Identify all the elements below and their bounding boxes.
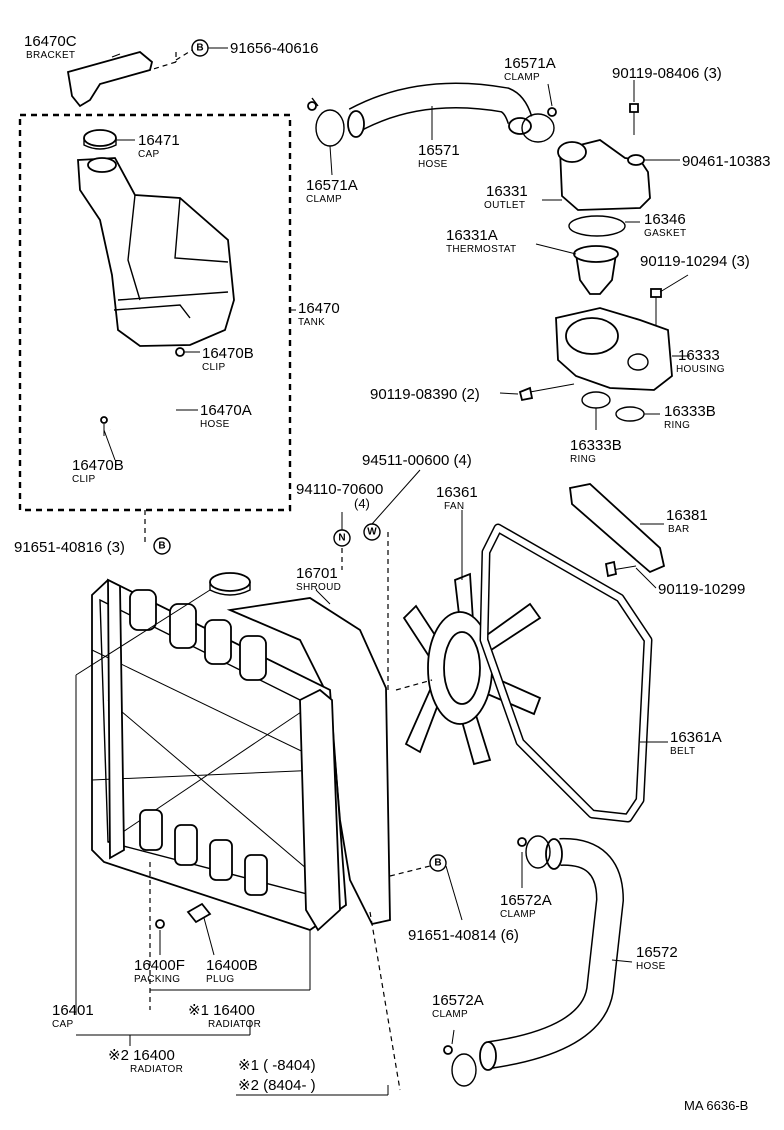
label-16470-name: TANK — [298, 317, 325, 328]
label-16572A-1-name: CLAMP — [500, 909, 536, 920]
label-90119-08406-num: 90119-08406 (3) — [612, 65, 722, 82]
label-16470B-1-name: CLIP — [202, 362, 225, 373]
marker-n: N — [338, 533, 345, 544]
tank-shape — [77, 157, 235, 347]
label-16400-1-num: ※1 16400 — [188, 1002, 255, 1019]
label-94511-num: 94511-00600 (4) — [362, 452, 472, 469]
label-16571-num: 16571 — [418, 142, 460, 159]
label-16471-name: CAP — [138, 149, 159, 160]
label-16346-name: GASKET — [644, 228, 686, 239]
label-16361A-name: BELT — [670, 746, 695, 757]
label-16572-name: HOSE — [636, 961, 666, 972]
label-16571A-2-name: CLAMP — [504, 72, 540, 83]
label-16470B-2-name: CLIP — [72, 474, 95, 485]
label-16571-name: HOSE — [418, 159, 448, 170]
label-16572A-2-num: 16572A — [432, 992, 484, 1009]
label-16381-name: BAR — [668, 524, 689, 535]
fan-shape — [402, 572, 542, 766]
marker-b-lower: B — [434, 858, 441, 869]
label-16701-num: 16701 — [296, 565, 338, 582]
label-91651-3-num: 91651-40816 (3) — [14, 539, 125, 556]
label-16346-num: 16346 — [644, 211, 686, 228]
label-16470-num: 16470 — [298, 300, 340, 317]
label-16331-name: OUTLET — [484, 200, 525, 211]
label-16470A-name: HOSE — [200, 419, 230, 430]
label-16333-name: HOUSING — [676, 364, 725, 375]
label-90119-08390-num: 90119-08390 (2) — [370, 386, 480, 403]
ring-1 — [581, 391, 611, 409]
label-16361-num: 16361 — [436, 484, 478, 501]
label-16361A-num: 16361A — [670, 729, 722, 746]
tank-cap-shape — [83, 129, 117, 147]
label-16470B-1-num: 16470B — [202, 345, 254, 362]
label-16701-name: SHROUD — [296, 582, 341, 593]
note-2: ※2 (8404- ) — [238, 1077, 316, 1094]
label-16401-name: CAP — [52, 1019, 73, 1030]
gasket-shape — [568, 215, 626, 237]
label-16572A-1-num: 16572A — [500, 892, 552, 909]
label-90119-10299-num: 90119-10299 — [658, 581, 745, 598]
label-16571A-1-name: CLAMP — [306, 194, 342, 205]
label-16331-num: 16331 — [486, 183, 528, 200]
bracket-shape — [66, 51, 154, 108]
label-16470A-num: 16470A — [200, 402, 252, 419]
label-16333B-1-num: 16333B — [664, 403, 716, 420]
label-16331A-name: THERMOSTAT — [446, 244, 516, 255]
label-90119-10294-num: 90119-10294 (3) — [640, 253, 750, 270]
label-91651-6-num: 91651-40814 (6) — [408, 927, 519, 944]
label-90461-num: 90461-10383 — [682, 153, 770, 170]
label-16400F-name: PACKING — [134, 974, 180, 985]
label-16471-num: 16471 — [138, 132, 180, 149]
label-16571A-1-num: 16571A — [306, 177, 358, 194]
bar-shape — [569, 483, 666, 574]
marker-b-top: B — [196, 43, 203, 54]
label-16333B-2-name: RING — [570, 454, 596, 465]
label-16470B-2-num: 16470B — [72, 457, 124, 474]
marker-b-tank: B — [158, 541, 165, 552]
label-16470C-num: 16470C — [24, 33, 77, 50]
label-16400F-num: 16400F — [134, 957, 185, 974]
label-16572A-2-name: CLAMP — [432, 1009, 468, 1020]
marker-w: W — [367, 527, 377, 538]
label-16331A-num: 16331A — [446, 227, 498, 244]
label-16333B-1-name: RING — [664, 420, 690, 431]
label-16400-2-num: ※2 16400 — [108, 1047, 175, 1064]
radiator-shape — [91, 578, 347, 932]
label-16361-name: FAN — [444, 501, 464, 512]
label-16400-2-name: RADIATOR — [130, 1064, 183, 1075]
label-16381-num: 16381 — [666, 507, 708, 524]
label-16333-num: 16333 — [678, 347, 720, 364]
label-16571A-2-num: 16571A — [504, 55, 556, 72]
label-94110-num: 94110-70600 — [296, 481, 383, 498]
label-16470C-name: BRACKET — [26, 50, 75, 61]
upper-clamp-left — [315, 109, 345, 147]
label-16401-num: 16401 — [52, 1002, 94, 1019]
label-16400-1-name: RADIATOR — [208, 1019, 261, 1030]
label-16400B-name: PLUG — [206, 974, 234, 985]
label-16333B-2-num: 16333B — [570, 437, 622, 454]
label-91656-num: 91656-40616 — [230, 40, 318, 57]
ring-2 — [615, 406, 645, 422]
ref-code: MA 6636-B — [684, 1098, 748, 1113]
label-16400B-num: 16400B — [206, 957, 258, 974]
tank-group-box — [18, 113, 292, 512]
note-1: ※1 ( -8404) — [238, 1057, 316, 1074]
belt-shape — [479, 523, 653, 823]
label-94110-qty: (4) — [354, 496, 370, 511]
label-16572-num: 16572 — [636, 944, 678, 961]
